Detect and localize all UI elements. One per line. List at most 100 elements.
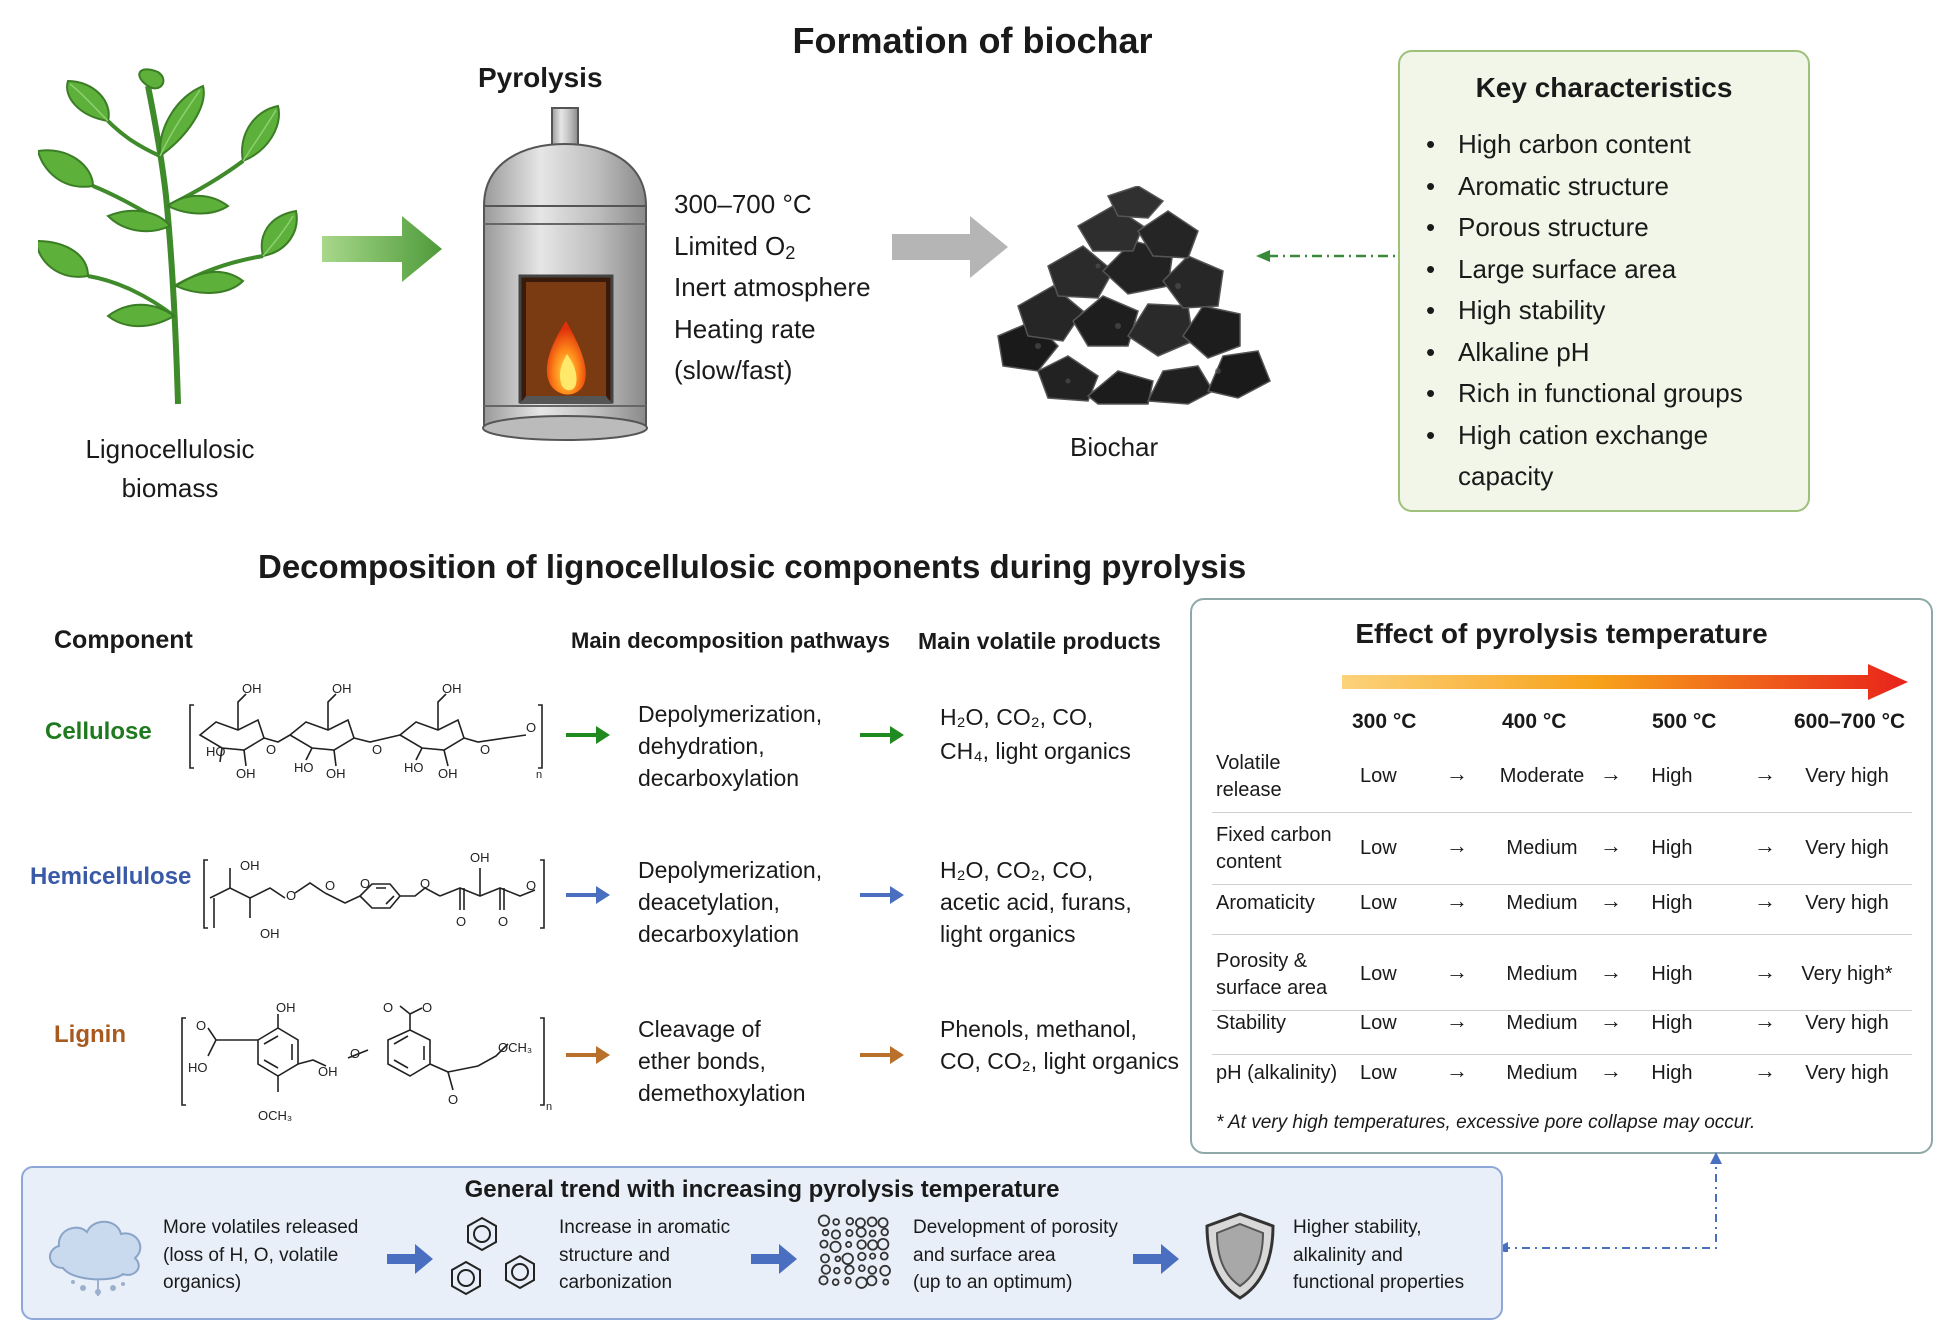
temp-property-line: Aromaticity — [1216, 892, 1315, 914]
key-characteristic-item: Large surface area — [1426, 249, 1788, 291]
pore-circle — [867, 1265, 878, 1275]
component-cellulose: Cellulose — [45, 718, 152, 745]
pyrolysis-reactor-icon — [482, 107, 648, 441]
temp-arrow-icon: → — [1754, 1058, 1776, 1083]
product-line: CO, CO₂, light organics — [940, 1048, 1180, 1074]
temp-arrow-icon: → — [1446, 959, 1468, 984]
cellulose-structure: OH OH OH O O O O OH OH OH HO HO HO n — [189, 681, 543, 780]
temp-arrow-icon: → — [1754, 761, 1776, 786]
pore-circle — [866, 1275, 878, 1287]
chem-oh: OH — [236, 766, 256, 780]
chem-o: O — [266, 742, 276, 757]
temp-value-cell: Medium — [1506, 837, 1578, 859]
chem-o: O — [448, 1092, 458, 1107]
chem-o: O — [526, 878, 536, 893]
col-component-header: Component — [54, 626, 193, 654]
temp-value-cell: Very high — [1805, 765, 1889, 787]
chem-ho: HO — [294, 760, 314, 775]
temp-value-cell: High — [1651, 892, 1693, 914]
chem-ho: HO — [188, 1060, 208, 1075]
chem-oh: OH — [332, 681, 352, 696]
biomass-label-line2: biomass — [121, 473, 219, 503]
temp-property-line: Volatile — [1216, 752, 1281, 774]
pathway-line: ether bonds, — [638, 1048, 766, 1074]
porosity-icon — [817, 1214, 891, 1289]
pore-circle — [869, 1252, 877, 1260]
trend-arrow-icon — [387, 1244, 433, 1274]
trend-step-line: (up to an optimum) — [913, 1272, 1073, 1293]
chem-oh: OH — [470, 850, 490, 865]
pyrolysis-label: Pyrolysis — [478, 62, 603, 93]
condition-atmosphere: Inert atmosphere — [674, 272, 871, 302]
pore-circle — [834, 1255, 842, 1263]
chem-n: n — [546, 1101, 552, 1113]
lignin-arrow-icon — [566, 1046, 610, 1064]
temp-property-label: Stability — [1216, 1010, 1286, 1037]
product-line: acetic acid, furans, — [940, 889, 1132, 915]
temp-value-cell: High — [1651, 837, 1693, 859]
trend-arrow-icon — [751, 1244, 797, 1274]
hemicellulose-arrow-icon-2 — [860, 886, 904, 904]
chem-o: O — [480, 742, 490, 757]
pore-circle — [879, 1264, 891, 1277]
chem-oh: OH — [326, 766, 346, 780]
trend-arrow-icon — [1133, 1244, 1179, 1274]
pathway-line: dehydration, — [638, 733, 765, 759]
chem-o: O — [456, 914, 466, 929]
col-pathways-header: Main decomposition pathways — [571, 628, 891, 653]
cellulose-arrow-icon — [566, 726, 610, 744]
pathway-line: decarboxylation — [638, 765, 800, 791]
temp-arrow-icon: → — [1600, 833, 1622, 858]
trend-step-4: Higher stability, alkalinity and functio… — [1293, 1214, 1464, 1297]
temp-row-divider — [1212, 1054, 1912, 1055]
temp-value-cell: Medium — [1506, 1012, 1578, 1034]
pore-circle — [858, 1264, 866, 1272]
condition-heating-1: Heating rate — [674, 313, 816, 344]
condition-heating-2: (slow/fast) — [674, 355, 793, 385]
temp-arrow-icon: → — [1446, 1008, 1468, 1033]
hemicellulose-structure: OH OH O O O O O OH O O — [203, 850, 545, 941]
temperature-gradient-arrow — [1342, 664, 1908, 700]
shield-icon — [1205, 1212, 1275, 1300]
trend-step-line: functional properties — [1293, 1272, 1465, 1293]
trend-step-line: Increase in aromatic — [559, 1217, 731, 1238]
lignin-structure: OH O HO OH O O O O OCH₃ OCH₃ n — [181, 1000, 552, 1123]
temp-value-cell: Very high — [1805, 1062, 1889, 1084]
temp-property-line: pH (alkalinity) — [1216, 1062, 1338, 1084]
temp-500: 500 °C — [1652, 710, 1717, 733]
temp-arrow-icon: → — [1446, 1058, 1468, 1083]
temp-value-cell: Medium — [1506, 963, 1578, 985]
aromatic-rings-icon — [451, 1216, 535, 1296]
trend-connector-line — [1496, 1152, 1722, 1252]
trend-step-line: alkalinity and — [1293, 1244, 1403, 1266]
trend-step-1: More volatiles released (loss of H, O, v… — [163, 1214, 358, 1297]
condition-oxygen: Limited O2 — [674, 226, 871, 268]
trend-step-line: More volatiles released — [163, 1217, 359, 1238]
hemicellulose-products: H₂O, CO₂, CO, acetic acid, furans, light… — [940, 854, 1132, 950]
pore-circle — [879, 1251, 889, 1261]
component-hemicellulose: Hemicellulose — [30, 863, 192, 890]
key-characteristic-item: High carbon content — [1426, 124, 1788, 166]
key-characteristic-item: Alkaline pH — [1426, 332, 1788, 374]
pore-circle — [831, 1278, 840, 1287]
temp-value-cell: Medium — [1506, 1062, 1578, 1084]
chem-n: n — [536, 769, 542, 780]
pore-circle — [856, 1239, 867, 1250]
temp-property-line: Stability — [1216, 1012, 1287, 1034]
temp-row-divider — [1212, 812, 1912, 813]
decomposition-title: Decomposition of lignocellulosic compone… — [258, 548, 1247, 585]
temp-value-cell: High — [1651, 765, 1693, 787]
general-trend-title: General trend with increasing pyrolysis … — [464, 1176, 1060, 1203]
general-trend-panel: General trend with increasing pyrolysis … — [21, 1166, 1503, 1320]
chem-ho: HO — [404, 760, 424, 775]
green-arrow-icon — [322, 216, 442, 282]
lignin-pathways: Cleavage of ether bonds, demethoxylation — [638, 1013, 806, 1109]
chem-ho: HO — [206, 744, 226, 759]
chem-och3: OCH₃ — [258, 1108, 292, 1123]
component-lignin: Lignin — [54, 1021, 126, 1048]
pore-circle — [855, 1217, 866, 1229]
chem-oh: OH — [260, 926, 280, 941]
oxygen-text: Limited O — [674, 230, 786, 261]
plant-icon — [38, 68, 298, 405]
